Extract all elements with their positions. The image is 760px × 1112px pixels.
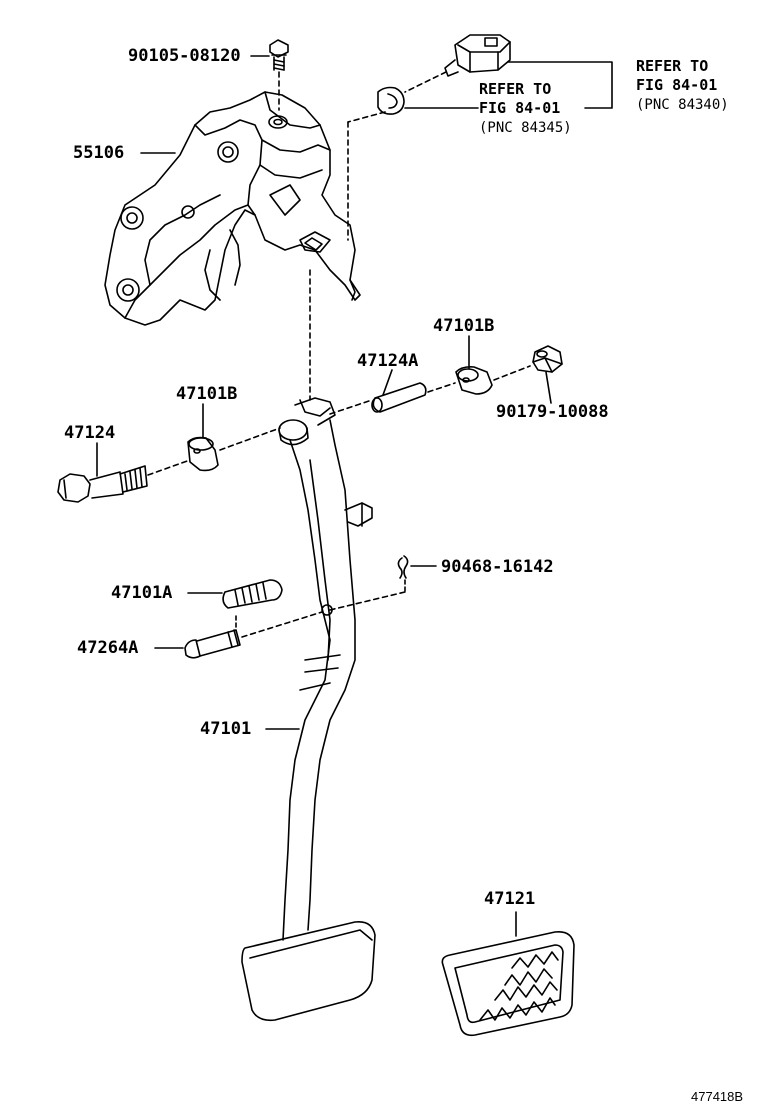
pedal-bracket: [104, 91, 361, 326]
flange-bolt-top: [269, 39, 289, 111]
label-nut-90179-10088: 90179-10088: [496, 402, 609, 422]
label-pin-47264a: 47264A: [77, 638, 139, 658]
pedal-arm: [278, 397, 373, 941]
pedal-pad: [241, 920, 376, 1022]
switch-clip: [377, 86, 405, 115]
clevis-pin: [184, 591, 406, 659]
leader-lines: [96, 55, 552, 937]
label-refer-1-line-1: REFER TO: [479, 80, 552, 98]
label-bushing-47101b-right: 47101B: [433, 316, 495, 336]
label-refer-1-pnc: (PNC 84345): [479, 120, 572, 136]
label-sleeve-47124a: 47124A: [357, 351, 419, 371]
retaining-clip: [397, 555, 409, 593]
nut: [532, 345, 563, 373]
label-refer-2-line-1: REFER TO: [636, 57, 709, 75]
pivot-bolt: [57, 459, 191, 503]
bushing-left: [187, 427, 281, 472]
label-pedal-arm-47101: 47101: [200, 719, 252, 739]
return-pin: [222, 579, 283, 609]
label-pin-47101a: 47101A: [111, 583, 173, 603]
pin-sleeve: [329, 382, 456, 415]
bushing-right: [455, 365, 531, 395]
label-bolt-90105-08120: 90105-08120: [128, 46, 241, 66]
figure-id: 477418B: [691, 1089, 744, 1104]
label-refer-2-line-2: FIG 84-01: [636, 76, 718, 94]
pedal-pad-cover: [441, 930, 575, 1037]
label-clip-90468-16142: 90468-16142: [441, 557, 554, 577]
label-pad-cover-47121: 47121: [484, 889, 536, 909]
label-bracket-55106: 55106: [73, 143, 125, 163]
label-refer-2-pnc: (PNC 84340): [636, 97, 729, 113]
refer-line-2: [507, 61, 613, 109]
label-refer-1-line-2: FIG 84-01: [479, 99, 561, 117]
stop-lamp-switch: [404, 34, 511, 93]
label-bolt-47124: 47124: [64, 423, 116, 443]
switch-leader: [347, 111, 386, 123]
label-bushing-47101b-left: 47101B: [176, 384, 238, 404]
